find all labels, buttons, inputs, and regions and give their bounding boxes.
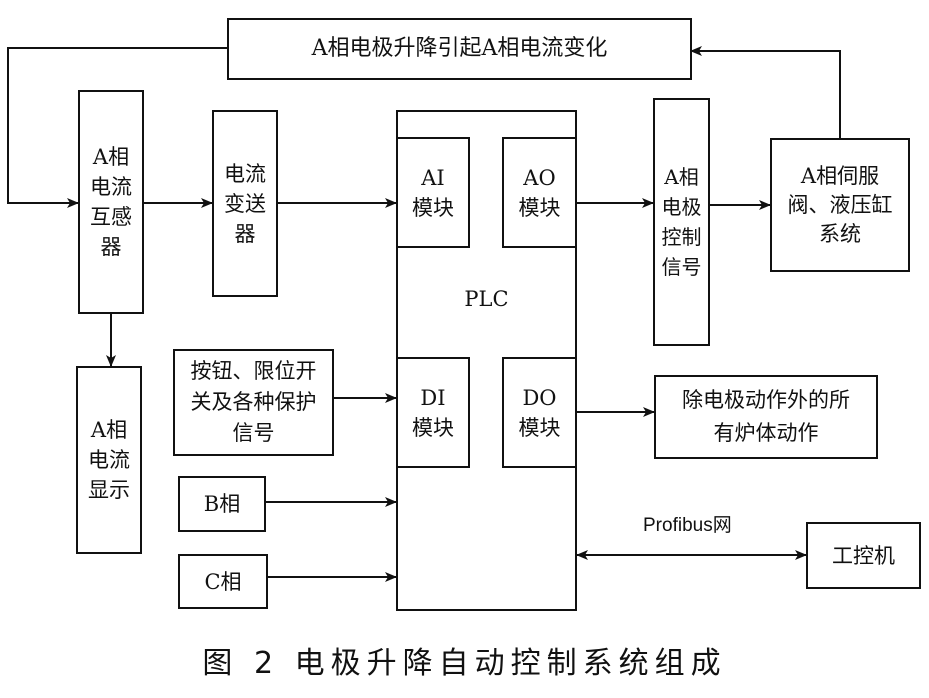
block-current-transformer: A相 电流 互感 器 — [78, 90, 144, 314]
block-current-display-label: A相 电流 显示 — [88, 418, 130, 502]
block-servo-hydraulic-label: A相伺服 阀、液压缸 系统 — [787, 163, 893, 246]
figure-caption: 图 2 电极升降自动控制系统组成 — [202, 646, 727, 681]
profibus-network-label: Profibus网 — [643, 515, 732, 536]
block-phase-b: B相 — [178, 476, 266, 532]
block-buttons-signals-label: 按钮、限位开 关及各种保护 信号 — [190, 359, 317, 445]
block-ai-module: AI 模块 — [396, 137, 470, 248]
block-ao-module-label: AO 模块 — [518, 165, 561, 220]
block-industrial-pc: 工控机 — [806, 522, 921, 589]
block-furnace-actions: 除电极动作外的所 有炉体动作 — [654, 375, 878, 459]
wire-servo-to-title — [690, 46, 841, 138]
block-phase-c: C相 — [178, 554, 268, 609]
block-current-transmitter: 电流 变送 器 — [212, 110, 278, 297]
block-current-display: A相 电流 显示 — [76, 366, 142, 554]
block-control-signal-label: A相 电极 控制 信号 — [661, 165, 702, 279]
title-box-a-phase-change: A相电极升降引起A相电流变化 — [227, 18, 692, 80]
block-current-transformer-label: A相 电流 互感 器 — [90, 145, 132, 259]
block-current-transmitter-label: 电流 变送 器 — [224, 161, 266, 246]
block-ai-module-label: AI 模块 — [412, 165, 454, 220]
block-do-module-label: DO 模块 — [518, 385, 561, 440]
block-ao-module: AO 模块 — [502, 137, 577, 248]
block-servo-hydraulic: A相伺服 阀、液压缸 系统 — [770, 138, 910, 272]
title-box-label: A相电极升降引起A相电流变化 — [311, 36, 608, 61]
plc-label: PLC — [464, 287, 509, 311]
block-industrial-pc-label: 工控机 — [832, 543, 895, 568]
block-furnace-actions-label: 除电极动作外的所 有炉体动作 — [682, 388, 850, 445]
block-phase-b-label: B相 — [203, 492, 241, 516]
block-buttons-signals: 按钮、限位开 关及各种保护 信号 — [173, 349, 334, 456]
block-di-module-label: DI 模块 — [412, 385, 454, 440]
block-control-signal: A相 电极 控制 信号 — [653, 98, 710, 346]
block-phase-c-label: C相 — [204, 569, 242, 594]
wire-title-to-ct — [7, 47, 228, 208]
block-do-module: DO 模块 — [502, 357, 577, 468]
block-di-module: DI 模块 — [396, 357, 470, 468]
